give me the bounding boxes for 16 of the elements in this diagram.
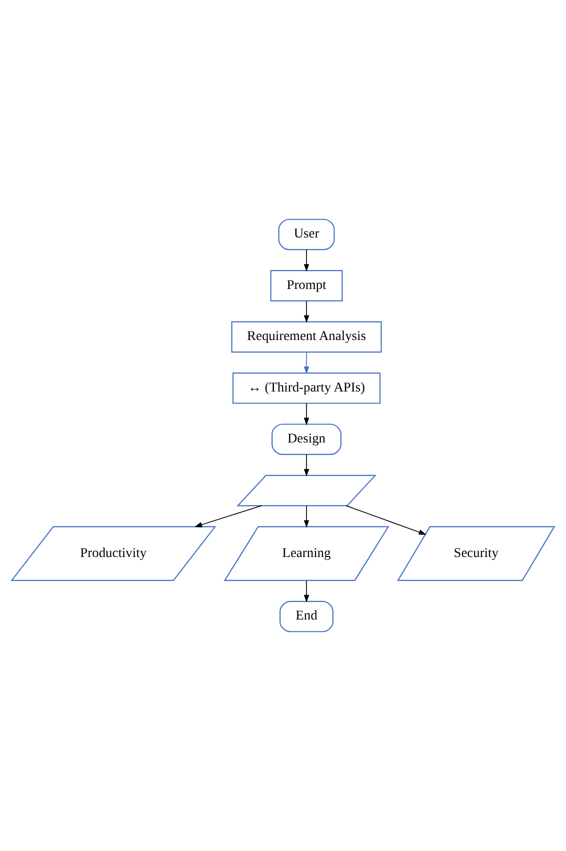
arrow (304, 454, 310, 477)
node-box: Design (272, 424, 342, 456)
arrow (304, 506, 310, 528)
arrow (304, 300, 310, 323)
arrow (304, 402, 310, 426)
arrow (194, 505, 262, 528)
node-box: End (280, 600, 334, 632)
node-parallelogram (236, 474, 376, 506)
node-box: Requirement Analysis (231, 321, 382, 353)
arrow (304, 249, 310, 272)
node-box: User (278, 218, 335, 250)
arrow (304, 352, 310, 374)
node-box: ↔ (Third-party APIs) (232, 372, 381, 404)
node-box: Prompt (270, 270, 343, 302)
arrow (346, 505, 426, 535)
arrow (304, 580, 310, 602)
